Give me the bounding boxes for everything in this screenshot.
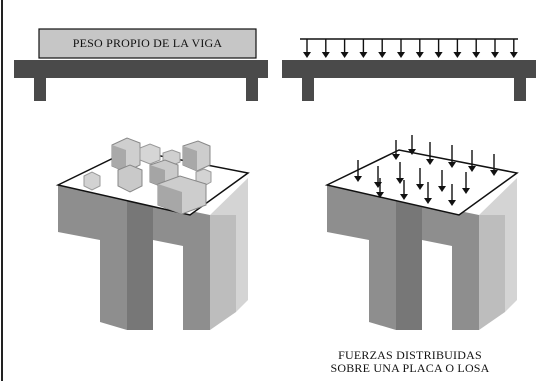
- block: [83, 171, 101, 191]
- load-arrow: [392, 140, 400, 160]
- frame-left-face: [58, 185, 127, 330]
- frame-left-leg-side: [127, 190, 153, 330]
- frame-front-face: [127, 190, 210, 330]
- frame-right-side: [479, 178, 517, 312]
- block-side: [150, 165, 165, 188]
- load-arrow: [354, 160, 362, 182]
- block: [139, 143, 161, 165]
- beam-distributed-arrows: [303, 39, 518, 58]
- slab-distributed-arrows: [354, 135, 498, 206]
- load-arrow: [400, 180, 408, 200]
- beam-self-weight-panel: [14, 28, 268, 101]
- beam-with-supports: [14, 60, 268, 101]
- beam-with-supports-right: [282, 60, 536, 101]
- load-arrow: [426, 142, 434, 165]
- load-arrow: [453, 39, 462, 58]
- frame-front-face: [396, 190, 479, 330]
- load-arrow: [448, 184, 456, 206]
- block-large-side: [158, 184, 182, 214]
- beam-distributed-panel: [282, 38, 536, 101]
- load-arrow: [490, 154, 498, 176]
- load-blocks: [83, 137, 212, 215]
- distributed-forces-label-line1: FUERZAS DISTRIBUIDAS: [338, 348, 482, 362]
- load-arrow: [378, 39, 387, 58]
- load-arrow: [438, 170, 446, 192]
- frame-right-side: [210, 178, 248, 312]
- load-arrow: [462, 172, 470, 194]
- load-arrow: [434, 39, 443, 58]
- slab-point-loads-panel: [55, 137, 250, 330]
- load-arrow: [509, 39, 518, 58]
- load-arrow: [416, 168, 424, 190]
- load-arrow: [424, 182, 432, 204]
- self-weight-box: [38, 28, 257, 59]
- load-arrow: [359, 39, 368, 58]
- load-arrow: [408, 135, 416, 155]
- block-side: [183, 146, 197, 171]
- load-arrow: [321, 39, 330, 58]
- load-arrow: [303, 39, 311, 58]
- load-arrow: [491, 39, 499, 58]
- frame-right-leg: [210, 215, 236, 330]
- load-arrow: [376, 178, 384, 198]
- load-arrow: [340, 39, 349, 58]
- block: [117, 164, 143, 193]
- load-arrow: [448, 145, 456, 168]
- load-arrow: [396, 162, 404, 184]
- load-arrow: [415, 39, 424, 58]
- slab-distributed-panel: [324, 135, 519, 330]
- load-arrow: [472, 39, 481, 58]
- frame-right-leg: [479, 215, 505, 330]
- frame-left-leg-side: [396, 190, 422, 330]
- frame-left-face: [327, 185, 396, 330]
- self-weight-label: PESO PROPIO DE LA VIGA: [72, 36, 223, 50]
- load-arrow: [468, 150, 476, 172]
- block-side: [112, 145, 126, 172]
- distributed-forces-label-line2: SOBRE UNA PLACA O LOSA: [330, 361, 490, 375]
- load-arrow: [397, 39, 405, 58]
